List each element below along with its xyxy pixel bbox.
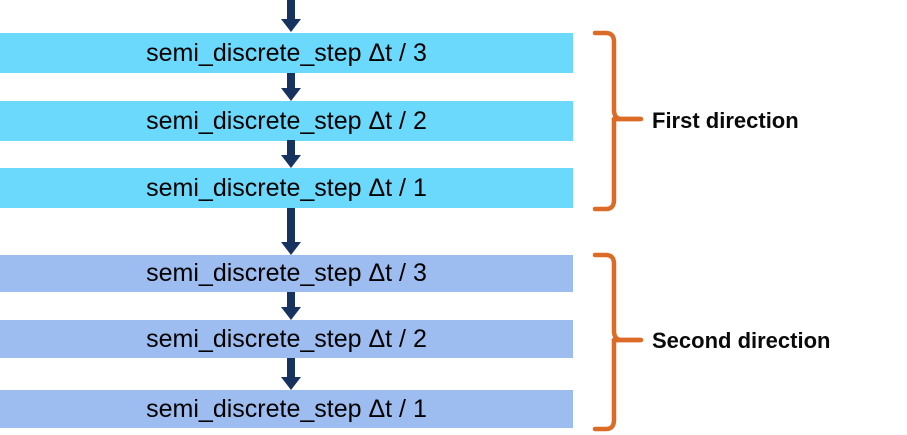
arrow-head xyxy=(281,377,301,390)
arrow-down-icon-first-1-2 xyxy=(281,73,301,102)
curly-brace-right-icon-second xyxy=(592,252,644,432)
arrow-shaft xyxy=(287,358,295,379)
arrow-down-icon-group-transition xyxy=(281,208,301,256)
arrow-down-icon-second-1-2 xyxy=(281,292,301,321)
arrow-down-icon-second-2-3 xyxy=(281,358,301,391)
step-bar-label: semi_discrete_step Δt / 1 xyxy=(146,173,427,202)
arrow-shaft xyxy=(287,208,295,244)
arrow-shaft xyxy=(287,73,295,90)
step-bar-label: semi_discrete_step Δt / 2 xyxy=(146,106,427,135)
step-bar-second-1[interactable]: semi_discrete_step Δt / 3 xyxy=(0,255,573,292)
arrow-head xyxy=(281,242,301,255)
arrow-down-icon-first-2-3 xyxy=(281,140,301,169)
arrow-head xyxy=(281,155,301,168)
step-bar-first-3[interactable]: semi_discrete_step Δt / 1 xyxy=(0,168,573,208)
step-bar-second-2[interactable]: semi_discrete_step Δt / 2 xyxy=(0,320,573,358)
arrow-head xyxy=(281,307,301,320)
group-label-first-direction: First direction xyxy=(652,108,799,133)
arrow-shaft xyxy=(287,140,295,157)
group-label-second-direction: Second direction xyxy=(652,328,831,353)
step-bar-second-3[interactable]: semi_discrete_step Δt / 1 xyxy=(0,390,573,428)
arrow-head xyxy=(281,19,301,32)
step-bar-first-2[interactable]: semi_discrete_step Δt / 2 xyxy=(0,101,573,141)
step-bar-first-1[interactable]: semi_discrete_step Δt / 3 xyxy=(0,33,573,73)
arrow-head xyxy=(281,88,301,101)
arrow-shaft xyxy=(287,292,295,309)
step-bar-label: semi_discrete_step Δt / 3 xyxy=(146,38,427,67)
step-bar-label: semi_discrete_step Δt / 3 xyxy=(146,259,427,287)
arrow-shaft xyxy=(287,0,295,21)
step-bar-label: semi_discrete_step Δt / 2 xyxy=(146,324,427,353)
arrow-down-icon-entry xyxy=(281,0,301,34)
step-bar-label: semi_discrete_step Δt / 1 xyxy=(146,394,427,423)
curly-brace-right-icon-first xyxy=(592,30,644,212)
